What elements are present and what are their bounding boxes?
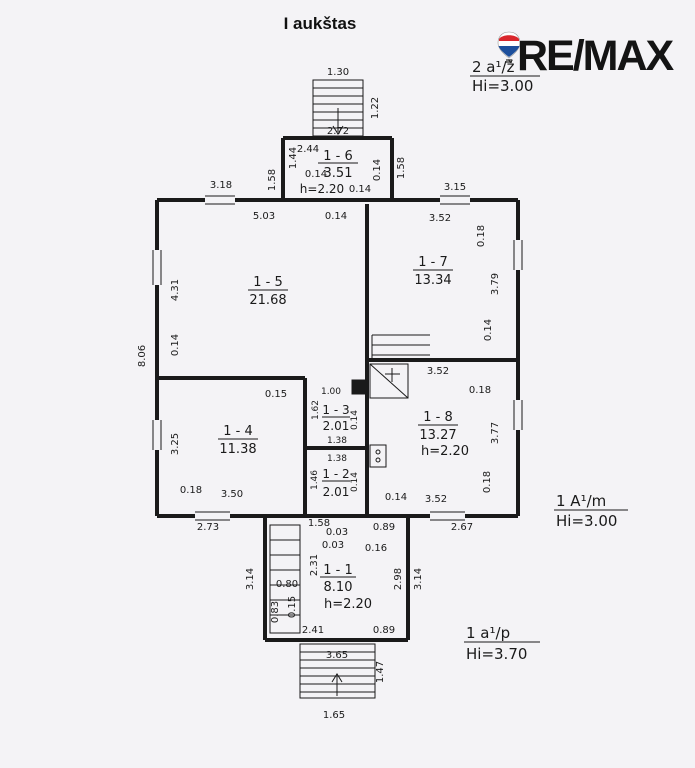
dim-r16-base-r: 0.14 [349, 184, 371, 195]
room-1-6-area: 3.51 [324, 166, 353, 181]
dim-wall-mid: 0.14 [325, 211, 347, 222]
room-1-5-area: 21.68 [249, 293, 286, 308]
dim-r12-h: 1.46 [310, 470, 320, 490]
stove-symbol [351, 363, 409, 468]
dim-r11-s3: 0.15 [287, 596, 298, 618]
stair-1-8 [371, 334, 430, 358]
dim-top-right: 3.15 [444, 182, 466, 193]
dim-porch-h: 1.47 [375, 661, 386, 683]
room-1-1-id: 1 - 1 [323, 563, 353, 578]
attic-level-label: 2 a¹/ž [472, 58, 515, 76]
living-level-label: 1 A¹/m [556, 492, 606, 510]
dim-stair-top-h: 1.22 [370, 97, 381, 119]
room-1-4-area: 11.38 [219, 442, 256, 457]
dim-r11-w: 1.58 [308, 518, 330, 529]
porch-level-label: 1 a¹/p [466, 624, 510, 642]
dim-bot-left: 2.73 [197, 522, 219, 533]
dim-r8-w: 3.52 [427, 366, 449, 377]
dim-total-h: 8.06 [137, 345, 148, 367]
dim-r17-h: 3.79 [490, 273, 501, 295]
dim-r11-a: 0.03 [326, 527, 348, 538]
porch-height-label: Hi=3.70 [466, 645, 527, 663]
inner-stairs [269, 524, 301, 634]
window-marks [152, 195, 523, 521]
dim-r11-b: 0.89 [373, 522, 395, 533]
floor-title: I aukštas [283, 14, 357, 33]
dim-r15-w: 5.03 [253, 211, 275, 222]
dim-r14-w: 3.50 [221, 489, 243, 500]
dim-bot-right: 2.67 [451, 522, 473, 533]
remax-logo: RE/MAX [497, 30, 689, 82]
dim-r13-w: 1.00 [321, 387, 341, 397]
room-1-8-area: 13.27 [419, 428, 456, 443]
room-1-2-area: 2.01 [323, 485, 350, 499]
dim-r11-h1: 2.31 [309, 554, 320, 576]
room-1-6-height: h=2.20 [300, 182, 344, 196]
room-1-3-id: 1 - 3 [322, 403, 349, 417]
dim-top-left: 3.18 [210, 180, 232, 191]
stairs-top [312, 79, 364, 137]
dim-r11-d: 0.16 [365, 543, 387, 554]
dim-r16-w: 2.72 [327, 126, 349, 137]
dim-r11-right: 3.14 [413, 568, 424, 590]
remax-wordmark: RE/MAX [517, 32, 674, 80]
balloon-icon [497, 31, 521, 63]
room-1-8-id: 1 - 8 [423, 410, 453, 425]
room-1-6-id: 1 - 6 [323, 149, 353, 164]
dim-r12-side: 0.14 [350, 472, 360, 492]
stairs-bottom [299, 643, 376, 699]
dim-r16-in-l: 0.14 [305, 169, 327, 180]
dim-r14-wall2: 0.18 [180, 485, 202, 496]
dim-r14-wall: 0.15 [265, 389, 287, 400]
room-1-1-area: 8.10 [324, 580, 353, 595]
dim-r16-base-l: 1.58 [267, 169, 278, 191]
dim-r8-h: 3.77 [490, 422, 501, 444]
room-1-1-height: h=2.20 [324, 597, 372, 612]
dim-r16-left: 1.44 [288, 147, 299, 169]
dim-r11-c: 0.03 [322, 540, 344, 551]
dim-r16-top-l: 2.44 [297, 144, 319, 155]
dim-r16-right: 1.58 [396, 157, 407, 179]
dim-r16-in-r: 0.14 [372, 159, 383, 181]
dim-r11-left: 3.14 [245, 568, 256, 590]
dim-r11-s2: 0.83 [270, 601, 281, 623]
dim-stair-top-w: 1.30 [327, 67, 349, 78]
dim-r13-side: 0.14 [350, 410, 360, 430]
attic-height-label: Hi=3.00 [472, 77, 533, 95]
dim-r8-wall2: 0.18 [482, 471, 493, 493]
dim-r14-h: 3.25 [170, 433, 181, 455]
dim-porch-w: 3.65 [326, 650, 348, 661]
room-1-7-id: 1 - 7 [418, 255, 448, 270]
dim-r17-w: 3.52 [429, 213, 451, 224]
room-1-7-area: 13.34 [414, 273, 451, 288]
dim-r8-w2: 3.52 [425, 494, 447, 505]
dim-r15-wall: 0.14 [170, 334, 181, 356]
living-height-label: Hi=3.00 [556, 512, 617, 530]
dim-r12-w: 1.38 [327, 454, 347, 464]
room-1-2-id: 1 - 2 [322, 467, 349, 481]
room-1-8-height: h=2.20 [421, 444, 469, 459]
dim-r11-bot: 2.41 [302, 625, 324, 636]
dim-r8-wall: 0.18 [469, 385, 491, 396]
dim-r15-h: 4.31 [170, 279, 181, 301]
dim-r13-w2: 1.38 [327, 436, 347, 446]
dim-r17-wall2: 0.14 [483, 319, 494, 341]
room-1-3-area: 2.01 [323, 419, 350, 433]
dim-r17-wall: 0.18 [476, 225, 487, 247]
dim-r11-h2: 2.98 [393, 568, 404, 590]
dim-r11-s1: 0.80 [276, 579, 298, 590]
dim-r13-h: 1.62 [311, 400, 321, 420]
room-1-5-id: 1 - 5 [253, 275, 283, 290]
dim-porch-stair: 1.65 [323, 710, 345, 721]
dim-mid-wall: 0.14 [385, 492, 407, 503]
openings [154, 197, 521, 519]
dim-r11-bot2: 0.89 [373, 625, 395, 636]
room-1-4-id: 1 - 4 [223, 424, 253, 439]
